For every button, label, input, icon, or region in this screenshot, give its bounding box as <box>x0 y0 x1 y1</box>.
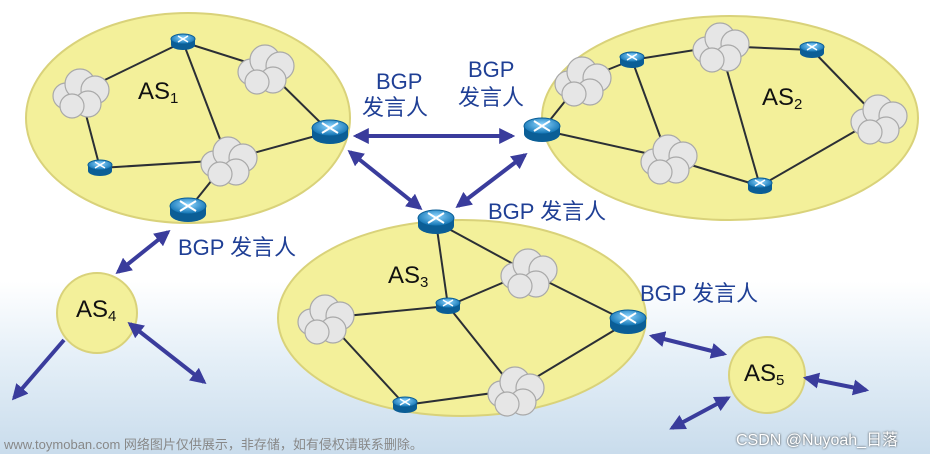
bgp-speaker-label-as2-line2: 发言人 <box>458 85 525 110</box>
bgp-speaker-router-icon <box>609 309 647 335</box>
router-icon <box>747 177 773 195</box>
as3-label: AS3 <box>388 262 429 291</box>
session-as2-as3 <box>455 153 528 208</box>
bgp-speaker-label-as2-line1: BGP <box>468 57 515 82</box>
bgp-speaker-label-as3-right: BGP 发言人 <box>640 281 759 306</box>
router-icon <box>87 159 113 177</box>
router-icon <box>799 41 825 59</box>
bgp-speaker-label-as1-bottom: BGP 发言人 <box>178 235 297 260</box>
session-as3-as5 <box>648 331 728 359</box>
source-watermark: www.toymoban.com 网络图片仅供展示，非存储，如有侵权请联系删除。 <box>4 437 423 452</box>
bgp-speaker-router-icon <box>311 119 349 145</box>
bgp-speaker-label-as3-top: BGP 发言人 <box>488 199 607 224</box>
author-watermark: CSDN @Nuyoah_日落 <box>736 432 899 449</box>
as4-external-right <box>127 322 207 384</box>
as4-label: AS4 <box>76 296 117 325</box>
bgp-sessions <box>11 128 870 430</box>
as5-external-right <box>802 372 870 396</box>
router-icon <box>170 33 196 51</box>
bgp-speaker-label-as1-top-line2: 发言人 <box>362 95 429 120</box>
as5-label: AS5 <box>744 360 785 389</box>
as2-label: AS2 <box>762 84 803 113</box>
as4-external-left <box>11 338 66 401</box>
bgp-speaker-label-as1-top-line1: BGP <box>376 69 423 94</box>
bgp-speaker-router-icon <box>417 209 455 235</box>
router-icon <box>392 396 418 414</box>
session-as1-as4 <box>115 230 171 274</box>
bgp-speaker-router-icon <box>523 117 561 143</box>
as4-region <box>56 272 138 354</box>
as1-label: AS1 <box>138 78 179 107</box>
router-icon <box>435 297 461 315</box>
session-as1-as3 <box>347 150 423 210</box>
router-icon <box>619 51 645 69</box>
bgp-speaker-router-icon <box>169 197 207 223</box>
as5-external-left <box>669 396 731 430</box>
